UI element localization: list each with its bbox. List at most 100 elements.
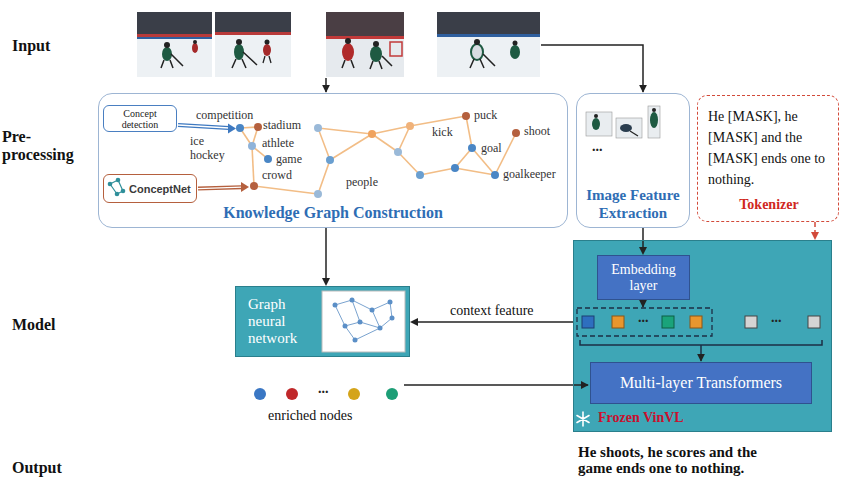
connector-line	[325, 228, 327, 279]
token-row-part	[700, 345, 702, 361]
input-arrows-part	[325, 78, 327, 92]
knowledge-graph-part	[250, 182, 258, 190]
enriched-nodes-part	[254, 388, 266, 400]
knowledge-graph-part-part	[318, 128, 372, 134]
gnn-box: Graph neural network	[235, 286, 410, 357]
knowledge-graph-part-part	[410, 116, 466, 126]
conceptnet-logo-part	[115, 192, 120, 197]
connector-line	[814, 222, 816, 233]
node-text: Concept detection	[106, 108, 174, 130]
feature-thumbnails-part	[616, 118, 642, 138]
text-label: competition	[196, 108, 253, 122]
knowledge-graph-part	[416, 171, 424, 179]
input-frame-part	[373, 41, 379, 47]
input-frame-part	[236, 39, 242, 45]
connectors	[322, 222, 819, 326]
token-row-part	[582, 316, 594, 328]
input-frame-part	[265, 40, 270, 45]
label-slot: ice hockey	[190, 134, 232, 162]
knowledge-graph-part	[491, 171, 499, 179]
token-row-part	[662, 316, 674, 328]
input-frame-part	[510, 45, 520, 59]
input-frame-part	[474, 39, 480, 45]
arrow-head	[410, 318, 418, 326]
text-label: ...	[592, 140, 603, 154]
text-label: Input	[12, 37, 50, 55]
knowledge-graph-part	[462, 112, 470, 120]
knowledge-graph-part	[178, 125, 229, 128]
gnn-illustration-part	[353, 338, 358, 343]
text-label: stadium	[263, 118, 301, 132]
gnn-illustration-part	[388, 300, 393, 305]
conceptnet-box: ConceptNet	[103, 174, 197, 203]
label-slot: people	[346, 175, 378, 189]
label-slot: ...	[638, 311, 649, 325]
conceptnet-logo	[108, 178, 126, 197]
label-slot: game	[276, 152, 302, 166]
text-label: ice hockey	[190, 134, 232, 162]
feature-thumbnails-part	[594, 114, 598, 118]
snowflake-symbol	[577, 412, 589, 426]
input-frame-part	[215, 12, 291, 32]
label-slot: ...	[318, 382, 329, 396]
text-label: Model	[12, 316, 56, 334]
input-frame	[326, 12, 404, 77]
input-frame-part	[437, 12, 540, 34]
knowledge-graph-part-part	[318, 128, 330, 160]
input-frame-part	[263, 56, 271, 63]
node-text: Frozen VinVL	[598, 409, 827, 426]
conceptnet-logo-part	[121, 189, 126, 194]
input-frame-part	[326, 12, 404, 77]
text-label: ...	[638, 311, 649, 325]
text-label: ...	[771, 311, 782, 325]
input-frame-part	[470, 54, 495, 68]
label-slot: ...	[592, 140, 603, 154]
text-label: puck	[474, 108, 497, 122]
connector-line	[642, 228, 644, 248]
knowledge-graph-part	[451, 164, 459, 172]
panel-fills	[235, 240, 832, 432]
arrow-head	[811, 232, 819, 240]
token-row-part	[612, 316, 624, 328]
input-frame-part	[326, 12, 404, 36]
conceptnet-logo-part	[108, 182, 113, 187]
embedding-box: Embedding layer	[597, 255, 690, 300]
gnn-illustration-part-part	[335, 300, 392, 340]
knowledge-graph	[108, 112, 520, 198]
text-label: goal	[481, 141, 502, 155]
panel-fill	[573, 240, 832, 432]
knowledge-graph-part-part	[466, 116, 472, 148]
input-frame-part	[215, 32, 291, 35]
arrow-head	[639, 247, 647, 255]
feature-thumbnails-part	[650, 112, 658, 128]
knowledge-graph-part	[264, 155, 272, 163]
edge-label-slot: context feature	[448, 303, 536, 319]
node-text: ConceptNet	[129, 183, 193, 195]
gnn-illustration-part	[378, 326, 383, 331]
conceptnet-logo-part	[116, 178, 121, 183]
connector	[639, 228, 647, 255]
text-label: crowd	[262, 168, 292, 182]
gnn-illustration-part	[390, 316, 395, 321]
connector	[410, 318, 573, 326]
concept-box: Concept detection	[103, 105, 177, 132]
knowledge-graph-part	[368, 130, 376, 138]
transformer-box: Multi-layer Transformers	[590, 362, 812, 404]
input-frame-part	[193, 40, 197, 44]
knowledge-graph-part	[314, 124, 322, 132]
feature-thumbnails-part	[586, 112, 612, 136]
knowledge-graph-part-part	[420, 168, 455, 175]
kg-panel: Knowledge Graph ConstructionConcept dete…	[98, 93, 568, 228]
knowledge-graph-part	[248, 142, 256, 150]
input-frame-part	[437, 34, 540, 37]
knowledge-graph-part	[241, 182, 249, 192]
label-slot: goal	[481, 141, 502, 155]
label-slot: He shoots, he scores and the game ends o…	[578, 444, 793, 476]
feature-thumbnails-part	[652, 108, 656, 112]
label-slot: shoot	[524, 124, 550, 138]
snowflake-symbol-part	[577, 412, 589, 426]
input-frame-part	[471, 44, 483, 60]
text-label: kick	[432, 125, 453, 139]
panel-fill	[235, 286, 410, 357]
